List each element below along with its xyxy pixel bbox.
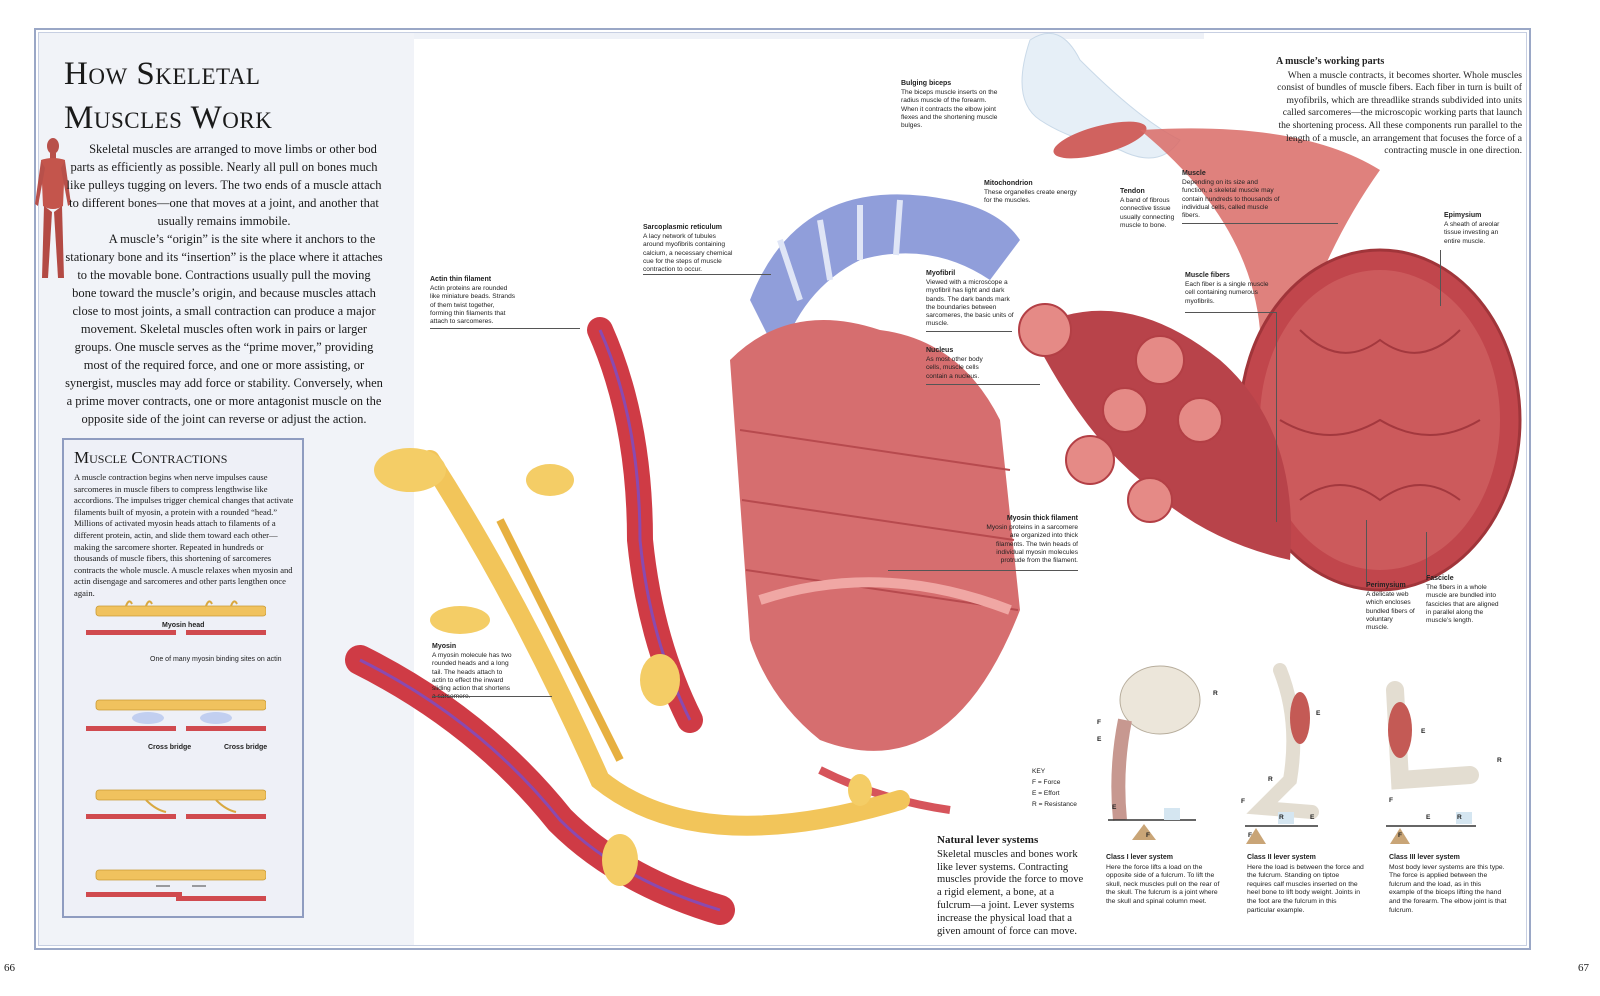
page-title: How Skeletal Muscles Work <box>64 52 384 140</box>
page-number-right: 67 <box>1578 962 1589 974</box>
title-line-1: How Skeletal <box>64 56 261 92</box>
myosin-head-3 <box>430 606 490 634</box>
leader-muscle <box>1182 223 1338 224</box>
myosin-head-2 <box>526 464 574 496</box>
lever2-e: E <box>1310 814 1315 821</box>
page-frame-inner <box>38 32 1527 946</box>
intro-paragraph-1: Skeletal muscles are arranged to move li… <box>66 142 382 228</box>
lever2-f: F <box>1248 832 1253 839</box>
page-number-left: 66 <box>4 962 15 974</box>
label-binding-site: One of many myosin binding sites on acti… <box>150 656 282 663</box>
leader-actin <box>430 328 580 329</box>
muscle-sweep <box>1140 128 1380 330</box>
lever-systems-body: Skeletal muscles and bones work like lev… <box>937 848 1084 937</box>
lever3-r-top: R <box>1497 757 1502 764</box>
leader-nucleus <box>926 384 1040 385</box>
leader-perimysium <box>1366 520 1367 582</box>
contraction-diagram-2 <box>86 699 266 731</box>
leader-myosin <box>432 696 552 697</box>
label-cross-bridge-2: Cross bridge <box>224 744 268 751</box>
lever-key: KEY F = Force E = Effort R = Resistance <box>1032 766 1077 810</box>
leader-thick <box>888 570 1078 571</box>
key-effort: E = Effort <box>1032 790 1060 797</box>
lever2-r-top: R <box>1268 776 1273 783</box>
lever-systems-text: Natural lever systems Skeletal muscles a… <box>937 834 1087 938</box>
page-frame <box>34 28 1531 950</box>
leader-fibers-vertical <box>1276 312 1277 522</box>
sarcoplasmic-reticulum <box>750 194 1020 360</box>
lever2-f-top: F <box>1241 798 1246 805</box>
leader-fascicle <box>1426 532 1427 576</box>
human-muscle-figure-icon <box>35 138 71 278</box>
myosin-tails <box>420 450 910 836</box>
lever3-f-top: F <box>1389 797 1394 804</box>
skull <box>1119 665 1201 735</box>
lever1-e: E <box>1112 804 1117 811</box>
contraction-diagram-1 <box>86 600 266 635</box>
muscle-structure-illustration <box>345 32 1522 925</box>
leader-sarco <box>643 274 771 275</box>
lever1-e-top: E <box>1097 736 1102 743</box>
lever3-r: R <box>1457 814 1462 821</box>
lever3-f: F <box>1398 832 1403 839</box>
key-title: KEY <box>1032 768 1046 775</box>
label-cross-bridge-1: Cross bridge <box>148 744 192 751</box>
key-resistance: R = Resistance <box>1032 801 1077 808</box>
lever3-e-top: E <box>1421 728 1426 735</box>
myosin-head-6 <box>848 774 872 806</box>
myosin-head-1 <box>374 448 446 492</box>
lever3-e: E <box>1426 814 1431 821</box>
contraction-diagram-4 <box>86 869 266 901</box>
myofibril-section <box>730 320 1020 751</box>
lever2-r: R <box>1279 814 1284 821</box>
lever2-e-top: E <box>1316 710 1321 717</box>
leader-fibers <box>1185 312 1277 313</box>
intro-text: Skeletal muscles are arranged to move li… <box>64 140 384 428</box>
leader-epimysium <box>1440 250 1441 306</box>
fascicle-bundle <box>1030 310 1292 560</box>
lever-systems-title: Natural lever systems <box>937 834 1039 846</box>
title-line-2: Muscles Work <box>64 100 273 136</box>
contraction-diagram-3 <box>86 789 266 819</box>
lever1-fulcrum-f: F <box>1146 832 1151 839</box>
muscle-contractions-box: Muscle Contractions A muscle contraction… <box>62 438 304 918</box>
key-force: F = Force <box>1032 779 1061 786</box>
top-band <box>414 33 1204 39</box>
biceps <box>1053 121 1147 159</box>
box-text: A muscle contraction begins when nerve i… <box>74 472 294 598</box>
myosin-head-4 <box>640 654 680 706</box>
myosin-head-5 <box>602 834 638 886</box>
lever1-f: F <box>1097 719 1102 726</box>
box-title: Muscle Contractions <box>74 448 228 467</box>
label-myosin-head: Myosin head <box>162 622 205 629</box>
leader-myofibril <box>926 331 1012 332</box>
lever1-r: R <box>1213 690 1218 697</box>
intro-paragraph-2: A muscle’s “origin” is the site where it… <box>65 232 383 426</box>
actin-filament-top <box>587 317 703 733</box>
